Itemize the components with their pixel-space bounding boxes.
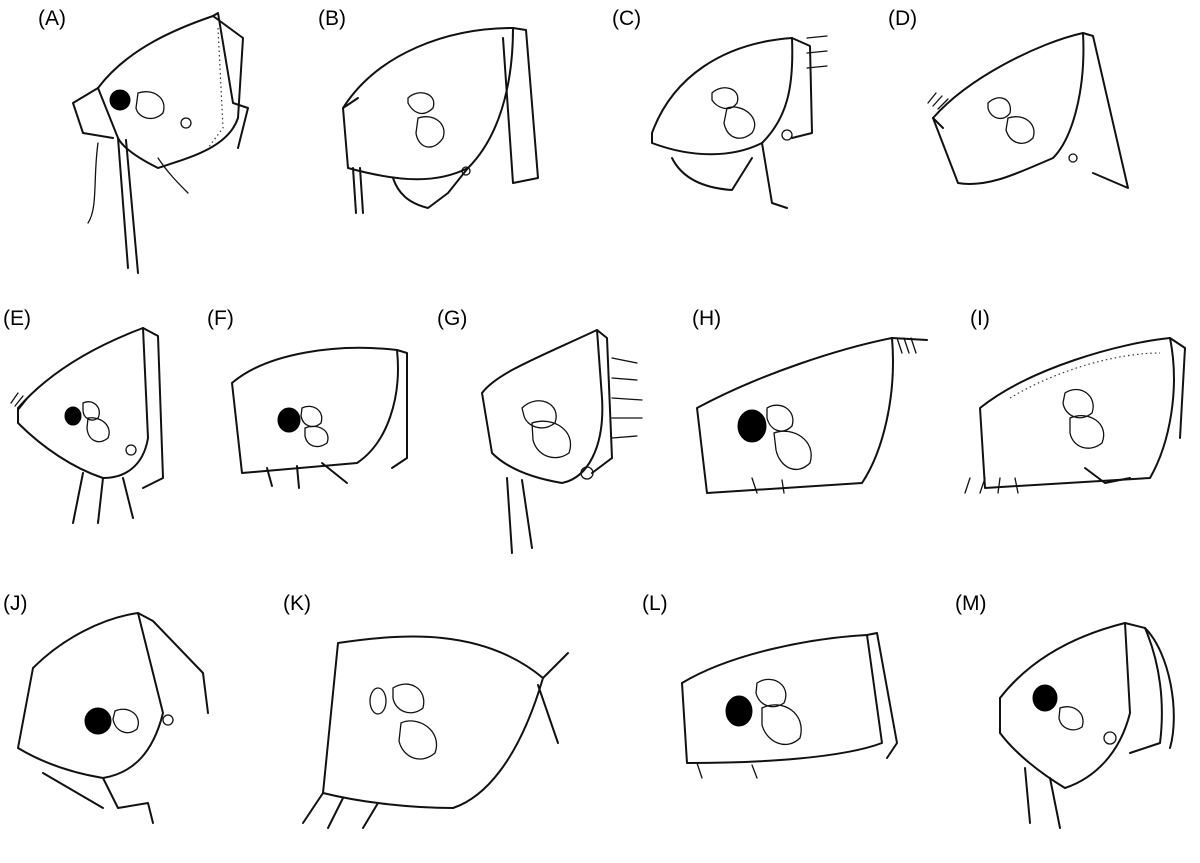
compound-eye bbox=[725, 695, 753, 727]
panel-j: (J) bbox=[3, 593, 263, 863]
panel-label: (J) bbox=[3, 592, 28, 615]
head-drawing bbox=[342, 27, 539, 214]
panel-f: (F) bbox=[207, 308, 467, 578]
panel-label: (B) bbox=[318, 7, 346, 30]
panel-label: (H) bbox=[692, 307, 722, 330]
head-drawing bbox=[681, 632, 898, 779]
compound-eye bbox=[109, 89, 131, 111]
panel-b: (B) bbox=[318, 8, 578, 278]
compound-eye bbox=[84, 707, 112, 735]
panel-label: (E) bbox=[3, 307, 31, 330]
panel-l: (L) bbox=[642, 593, 902, 863]
head-drawing bbox=[964, 337, 1186, 494]
panel-d: (D) bbox=[888, 8, 1148, 278]
head-drawing bbox=[927, 32, 1129, 189]
panel-label: (C) bbox=[612, 7, 642, 30]
panel-label: (F) bbox=[207, 307, 234, 330]
head-drawing bbox=[17, 612, 209, 824]
panel-c: (C) bbox=[612, 8, 872, 278]
panel-k: (K) bbox=[283, 592, 569, 863]
compound-eye bbox=[737, 409, 767, 443]
panel-h: (H) bbox=[692, 308, 952, 578]
head-drawing bbox=[651, 35, 828, 209]
panel-e: (E) bbox=[3, 308, 263, 578]
compound-eye bbox=[277, 407, 301, 433]
head-drawing bbox=[72, 12, 249, 274]
head-drawing bbox=[302, 635, 569, 829]
head-drawing bbox=[481, 329, 643, 554]
panel-label: (K) bbox=[283, 592, 311, 615]
compound-eye bbox=[1032, 684, 1058, 712]
panel-label: (D) bbox=[888, 7, 918, 30]
head-drawing bbox=[696, 337, 928, 494]
panel-label: (G) bbox=[437, 307, 468, 330]
head-drawing bbox=[231, 346, 408, 489]
panel-label: (A) bbox=[38, 7, 66, 30]
compound-eye bbox=[64, 406, 82, 426]
panel-a: (A) bbox=[38, 8, 298, 278]
panel-i: (I) bbox=[964, 307, 1200, 578]
panel-label: (L) bbox=[642, 592, 668, 615]
panel-g: (G) bbox=[437, 308, 697, 578]
panel-m: (M) bbox=[955, 593, 1200, 863]
panel-label: (M) bbox=[955, 592, 987, 615]
head-drawing bbox=[10, 327, 164, 524]
panel-label: (I) bbox=[970, 307, 990, 330]
head-drawing bbox=[999, 622, 1175, 829]
